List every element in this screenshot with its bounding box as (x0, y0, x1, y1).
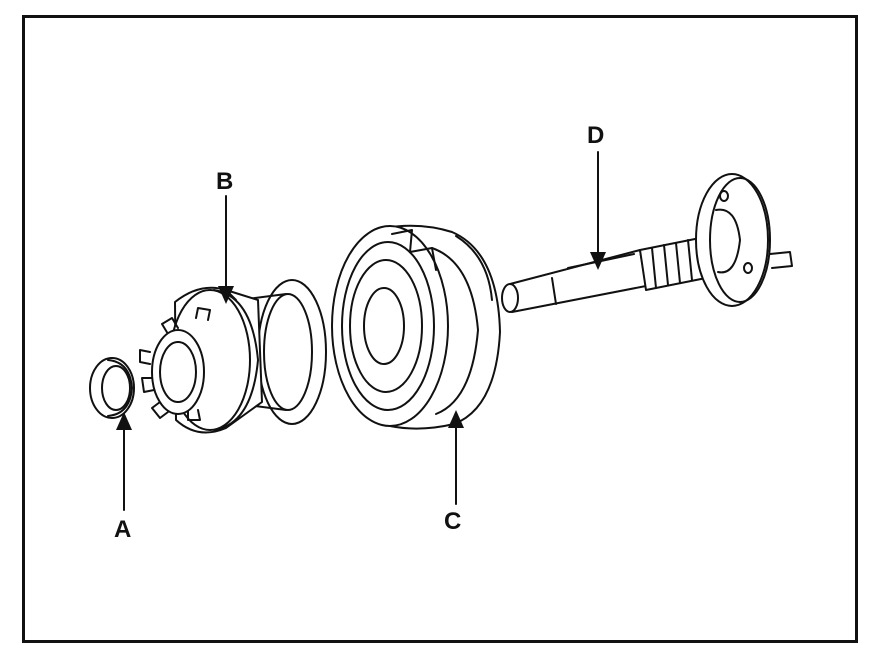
part-c-gear-housing (331, 224, 501, 430)
part-a-stop-ring (89, 357, 135, 419)
callout-label-a: A (114, 516, 132, 543)
callout-label-d: D (587, 122, 605, 149)
part-b-pinion-clutch (139, 279, 327, 434)
callout-label-b: B (216, 168, 234, 195)
part-d-shaft (501, 173, 793, 313)
callout-label-c: C (444, 508, 462, 535)
